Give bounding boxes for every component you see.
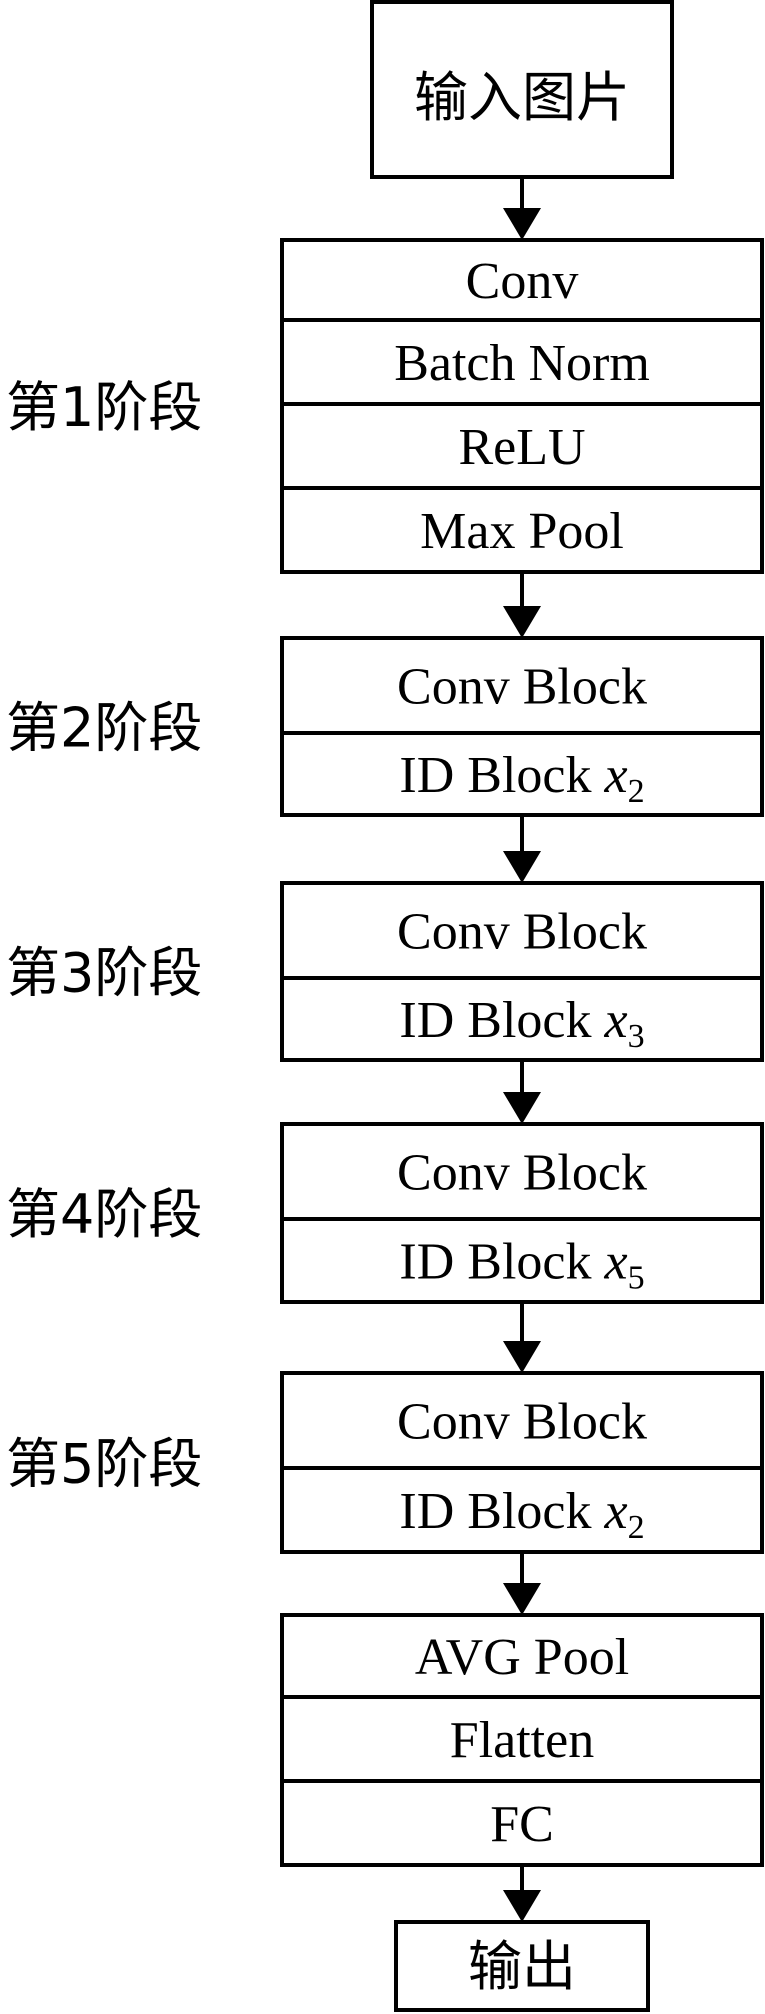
flow-arrow bbox=[503, 1302, 541, 1373]
output-label: 输出 bbox=[468, 1935, 576, 1998]
stage-3-block: Conv Block ID Block x3 第3阶段 bbox=[6, 881, 764, 1062]
layer-row-var: x bbox=[604, 1483, 628, 1540]
flow-arrow bbox=[503, 1060, 541, 1124]
flow-arrow-head bbox=[503, 851, 541, 883]
layer-row-sub: 5 bbox=[628, 1260, 645, 1297]
flow-arrow bbox=[503, 815, 541, 883]
layer-row-main: Batch Norm bbox=[394, 335, 650, 392]
layer-row-main: FC bbox=[490, 1796, 554, 1853]
layer-row-main: Conv Block bbox=[397, 659, 647, 716]
stage-5-block-box bbox=[280, 1371, 764, 1554]
flow-arrow bbox=[503, 1865, 541, 1922]
head-block-box-box bbox=[280, 1613, 764, 1867]
layer-row: Conv bbox=[466, 253, 579, 310]
flow-arrow bbox=[503, 572, 541, 638]
stage-2-block: Conv Block ID Block x2 第2阶段 bbox=[6, 636, 764, 817]
flow-arrow-head bbox=[503, 1583, 541, 1615]
layer-row-main: Conv bbox=[466, 253, 579, 310]
layer-row: ID Block x3 bbox=[399, 992, 644, 1055]
layer-row-main: AVG Pool bbox=[415, 1629, 629, 1686]
layer-row-main: Flatten bbox=[450, 1712, 594, 1769]
layer-row-main: ID Block bbox=[399, 747, 604, 804]
layer-row: AVG Pool bbox=[415, 1629, 629, 1686]
stage-4-block: Conv Block ID Block x5 第4阶段 bbox=[6, 1122, 764, 1304]
stage-3-block-box bbox=[280, 881, 764, 1062]
flow-arrow-head bbox=[503, 1341, 541, 1373]
layer-row-main: ID Block bbox=[399, 1234, 604, 1291]
input-box bbox=[370, 0, 674, 179]
layer-row: ID Block x2 bbox=[399, 1483, 644, 1546]
layer-row: ID Block x5 bbox=[399, 1234, 644, 1297]
layer-row-main: Conv Block bbox=[397, 1145, 647, 1202]
flow-arrow-head bbox=[503, 1890, 541, 1922]
layer-row: Flatten bbox=[450, 1712, 594, 1769]
layer-row-main: ID Block bbox=[399, 1483, 604, 1540]
stage-5-label: 第5阶段 bbox=[6, 1433, 202, 1496]
layer-row-sub: 3 bbox=[628, 1018, 645, 1055]
layer-row: FC bbox=[490, 1796, 554, 1853]
flow-arrow-head bbox=[503, 606, 541, 638]
layer-row-main: Conv Block bbox=[397, 904, 647, 961]
layer-row: Batch Norm bbox=[394, 335, 650, 392]
flow-arrow bbox=[503, 177, 541, 240]
flow-arrow bbox=[503, 1552, 541, 1615]
stage-2-label: 第2阶段 bbox=[6, 697, 202, 760]
input-node: 输入图片 bbox=[370, 0, 674, 179]
flow-arrow-head bbox=[503, 1092, 541, 1124]
layer-row: Max Pool bbox=[420, 503, 624, 560]
layer-row: ID Block x2 bbox=[399, 747, 644, 810]
layer-row: Conv Block bbox=[397, 659, 647, 716]
stage-5-block: Conv Block ID Block x2 第5阶段 bbox=[6, 1371, 764, 1554]
layer-row-main: Conv Block bbox=[397, 1394, 647, 1451]
input-label: 输入图片 bbox=[414, 66, 630, 129]
layer-row: Conv Block bbox=[397, 1145, 647, 1202]
stage-4-label: 第4阶段 bbox=[6, 1183, 202, 1246]
stage-3-label: 第3阶段 bbox=[6, 942, 202, 1005]
layer-row: Conv Block bbox=[397, 1394, 647, 1451]
edges-layer bbox=[503, 177, 541, 1922]
stage-1-label: 第1阶段 bbox=[6, 376, 202, 439]
stage-2-block-box bbox=[280, 636, 764, 817]
layer-row-main: Max Pool bbox=[420, 503, 624, 560]
output-node: 输出 bbox=[394, 1920, 650, 2012]
layer-row: ReLU bbox=[458, 419, 585, 476]
layer-row-var: x bbox=[604, 992, 628, 1049]
layer-row-var: x bbox=[604, 747, 628, 804]
layer-row-var: x bbox=[604, 1234, 628, 1291]
flow-arrow-head bbox=[503, 208, 541, 240]
layer-row: Conv Block bbox=[397, 904, 647, 961]
layer-row-sub: 2 bbox=[628, 773, 645, 810]
output-box bbox=[394, 1920, 650, 2012]
layer-row-main: ID Block bbox=[399, 992, 604, 1049]
layer-row-main: ReLU bbox=[458, 419, 585, 476]
layer-row-sub: 2 bbox=[628, 1509, 645, 1546]
